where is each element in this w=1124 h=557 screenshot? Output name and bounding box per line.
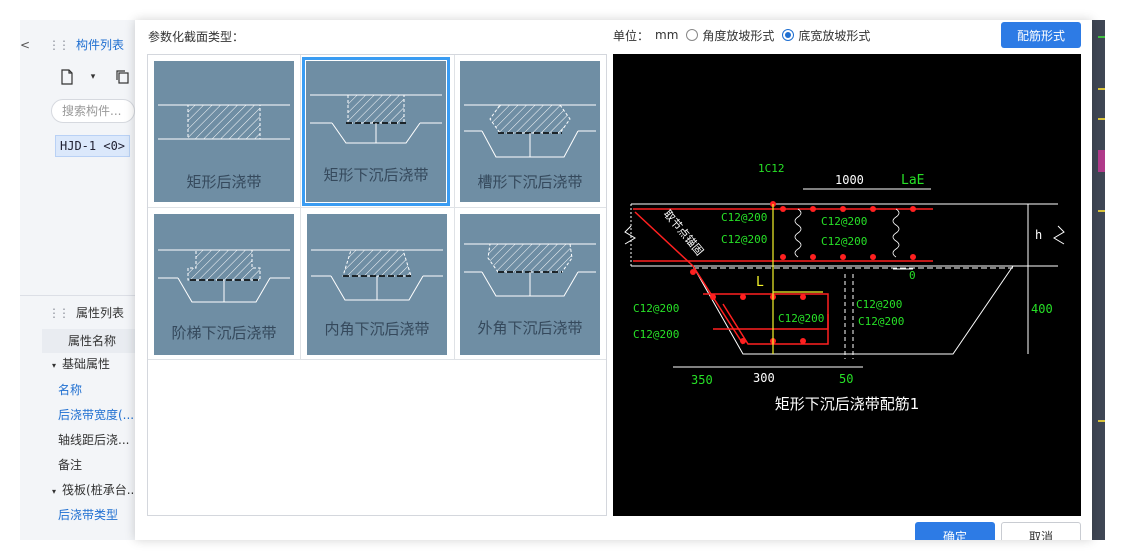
- section-tile-label: 槽形下沉后浇带: [477, 173, 583, 191]
- property-group-label: 筏板(桩承台...: [62, 483, 135, 497]
- label-h: h: [1035, 228, 1042, 242]
- edge-marker: [1098, 210, 1105, 212]
- unit-value: mm: [655, 28, 679, 42]
- section-tile-trough-sunken[interactable]: 槽形下沉后浇带: [460, 61, 600, 202]
- section-tile-label: 外角下沉后浇带: [477, 319, 583, 337]
- property-group-raft[interactable]: ▾ 筏板(桩承台...: [42, 478, 135, 502]
- label-dim-400: 400: [1031, 302, 1053, 316]
- section-tile-rect-sunken[interactable]: 矩形下沉后浇带: [302, 57, 450, 206]
- label-dim-1000: 1000: [835, 173, 864, 187]
- property-row[interactable]: 后浇带宽度(...: [58, 408, 135, 422]
- edge-marker: [1098, 150, 1105, 172]
- panel-divider: [20, 295, 135, 296]
- section-tile-inner-angle-sunken[interactable]: 内角下沉后浇带: [307, 214, 447, 355]
- edge-marker: [1098, 420, 1105, 422]
- section-tile-label: 矩形下沉后浇带: [323, 166, 429, 184]
- drag-handle-icon[interactable]: ⋮⋮: [48, 305, 70, 320]
- right-edge-strip: [1092, 20, 1105, 540]
- label-dim-50: 50: [839, 372, 853, 386]
- property-row[interactable]: 备注: [58, 458, 83, 472]
- component-search-input[interactable]: 搜索构件...: [51, 99, 135, 123]
- property-column-header: 属性名称: [42, 329, 135, 353]
- label-rebar: C12@200: [856, 298, 902, 311]
- property-list-header: ⋮⋮ 属性列表: [48, 304, 124, 321]
- radio-angle-slope[interactable]: [686, 29, 699, 41]
- tab-property-list[interactable]: 属性列表: [76, 306, 125, 320]
- expand-caret-icon[interactable]: ▾: [52, 361, 57, 370]
- section-tile-label: 阶梯下沉后浇带: [171, 324, 277, 342]
- radio-bottom-width-slope[interactable]: [782, 29, 795, 41]
- label-dim-300: 300: [753, 371, 775, 385]
- preview-caption: 矩形下沉后浇带配筋1: [774, 395, 920, 413]
- edge-marker: [1098, 118, 1105, 120]
- label-rebar: C12@200: [721, 233, 767, 246]
- unit-selector: 单位： mm 角度放坡形式 底宽放坡形式: [613, 26, 870, 44]
- property-row[interactable]: 后浇带类型: [58, 508, 119, 522]
- new-file-icon[interactable]: [58, 68, 76, 86]
- section-tile-label: 矩形后浇带: [186, 173, 262, 191]
- ok-button[interactable]: 确定: [915, 522, 995, 540]
- tab-component-list[interactable]: 构件列表: [76, 38, 125, 52]
- property-row[interactable]: 名称: [58, 383, 83, 397]
- drag-handle-icon[interactable]: ⋮⋮: [48, 37, 70, 52]
- unit-label: 单位：: [613, 28, 650, 43]
- expand-caret-icon[interactable]: ▾: [52, 487, 57, 496]
- rebar-form-button[interactable]: 配筋形式: [1001, 22, 1081, 48]
- section-tile-label: 内角下沉后浇带: [324, 320, 430, 338]
- label-rebar: C12@200: [858, 315, 904, 328]
- section-type-title: 参数化截面类型：: [148, 30, 245, 44]
- label-l: L: [756, 275, 764, 290]
- label-rebar: C12@200: [821, 215, 867, 228]
- label-anchor-note: 取节点锚固: [661, 207, 707, 258]
- section-tile-stepped-sunken[interactable]: 阶梯下沉后浇带: [154, 214, 294, 355]
- label-zero: 0: [909, 269, 916, 282]
- label-rebar: C12@200: [778, 312, 824, 325]
- collapse-icon[interactable]: <: [20, 38, 31, 52]
- label-rebar: C12@200: [633, 328, 679, 341]
- property-row[interactable]: 轴线距后浇...: [58, 433, 130, 447]
- property-group-label: 基础属性: [62, 357, 111, 371]
- label-top-rebar: 1C12: [758, 162, 785, 175]
- radio-bottom-width-slope-label[interactable]: 底宽放坡形式: [798, 28, 871, 43]
- label-rebar: C12@200: [633, 302, 679, 315]
- section-tile-rect[interactable]: 矩形后浇带: [154, 61, 294, 202]
- edge-marker: [1098, 36, 1105, 38]
- property-group-basic[interactable]: ▾ 基础属性: [42, 352, 135, 376]
- copy-icon[interactable]: [113, 68, 131, 86]
- dropdown-caret-icon[interactable]: ▾: [90, 72, 96, 82]
- component-chip[interactable]: HJD-1 <0>: [55, 135, 131, 157]
- label-rebar: C12@200: [721, 211, 767, 224]
- label-dim-350: 350: [691, 373, 713, 387]
- edge-marker: [1098, 88, 1105, 90]
- grid-divider: [148, 359, 606, 360]
- cancel-button[interactable]: 取消: [1001, 522, 1081, 540]
- rebar-preview-canvas: 1C12 1000 LaE C12@200 C12@200 C12@200 C1…: [613, 54, 1081, 516]
- section-tile-outer-angle-sunken[interactable]: 外角下沉后浇带: [460, 214, 600, 355]
- dialog-footer: 确定 取消: [900, 516, 1092, 540]
- label-lae: LaE: [901, 173, 924, 188]
- radio-angle-slope-label[interactable]: 角度放坡形式: [702, 28, 775, 43]
- grid-divider: [148, 207, 606, 208]
- label-rebar: C12@200: [821, 235, 867, 248]
- component-list-header: ⋮⋮ 构件列表: [48, 36, 124, 53]
